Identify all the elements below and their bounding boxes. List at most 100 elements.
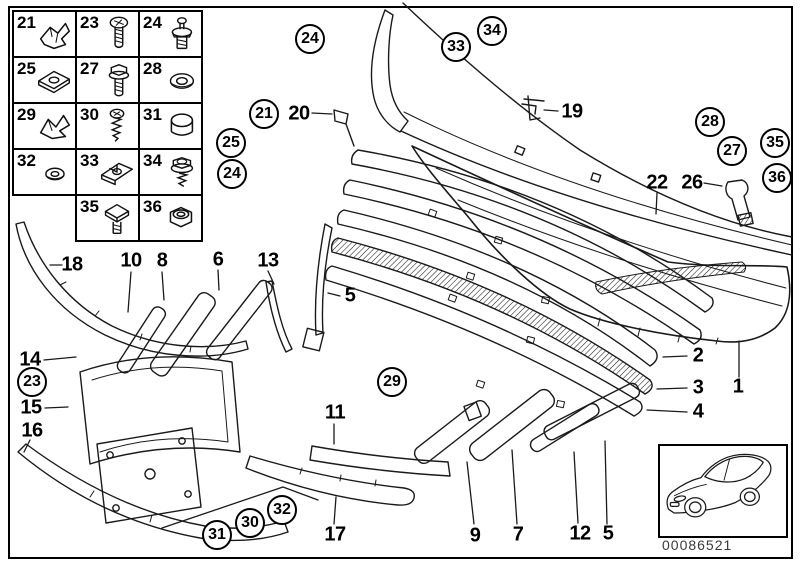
grid-cell-24[interactable]: 24	[138, 10, 203, 58]
grid-cell-31[interactable]: 31	[138, 102, 203, 150]
circled-label-33[interactable]: 33	[441, 32, 471, 62]
diagram-border	[8, 6, 793, 559]
part-label-10[interactable]: 10	[120, 249, 142, 272]
circled-label-31[interactable]: 31	[202, 520, 232, 550]
grid-cell-23[interactable]: 23	[75, 10, 140, 58]
hex-nut-icon	[169, 206, 193, 228]
circled-label-36[interactable]: 36	[762, 163, 792, 193]
body-clip-icon	[39, 22, 71, 50]
grid-cell-27[interactable]: 27	[75, 56, 140, 104]
grid-part-number: 35	[80, 197, 99, 216]
vehicle-icon	[666, 453, 772, 518]
strip-18	[15, 221, 249, 357]
part-label-3[interactable]: 3	[692, 376, 704, 399]
grid-part-number: 25	[17, 59, 36, 78]
plate-mount	[96, 427, 202, 524]
slat-6	[205, 279, 273, 361]
part-label-6[interactable]: 6	[212, 248, 224, 271]
grid-cell-33[interactable]: 33	[75, 148, 140, 196]
circled-label-23[interactable]: 23	[17, 367, 47, 397]
part-label-19[interactable]: 19	[561, 100, 583, 123]
speed-nut-icon	[38, 70, 70, 94]
pan-head-screw-icon	[109, 16, 129, 49]
vehicle-thumbnail	[658, 444, 788, 538]
part-label-13[interactable]: 13	[257, 249, 279, 272]
hex-washer-screw-icon	[170, 156, 194, 187]
circled-label-21[interactable]: 21	[249, 99, 279, 129]
circled-label-25[interactable]: 25	[216, 128, 246, 158]
circled-label-24-left[interactable]: 24	[217, 159, 247, 189]
part-label-11[interactable]: 11	[324, 401, 346, 424]
grid-cell-21[interactable]: 21	[12, 10, 77, 58]
part-label-2[interactable]: 2	[692, 344, 704, 367]
slat-8	[149, 291, 216, 377]
part-label-14[interactable]: 14	[19, 348, 41, 371]
molding-left-tip	[370, 9, 409, 133]
grid-part-number: 33	[80, 151, 99, 170]
part-label-16[interactable]: 16	[21, 419, 43, 442]
grid-cell-35[interactable]: 35	[75, 194, 140, 242]
grid-cell-28[interactable]: 28	[138, 56, 203, 104]
molding-bottom-edge	[400, 130, 793, 256]
grid-cell-30[interactable]: 30	[75, 102, 140, 150]
grid-part-number: 23	[80, 13, 99, 32]
slat-5b	[543, 382, 641, 441]
bracket-19-icon	[521, 95, 545, 121]
part-label-12[interactable]: 12	[569, 522, 591, 545]
grid-part-number: 34	[143, 151, 162, 170]
grid-part-number: 27	[80, 59, 99, 78]
circled-label-30[interactable]: 30	[235, 508, 265, 538]
circled-label-34[interactable]: 34	[477, 16, 507, 46]
slat-11	[309, 445, 451, 477]
part-label-4[interactable]: 4	[692, 400, 704, 423]
grid-part-number: 32	[17, 151, 36, 170]
circled-label-35[interactable]: 35	[760, 128, 790, 158]
square-head-bolt-icon	[104, 203, 130, 235]
grid-part-number: 31	[143, 105, 162, 124]
part-label-26[interactable]: 26	[681, 171, 703, 194]
part-label-22[interactable]: 22	[646, 171, 668, 194]
strip-5a	[314, 223, 333, 336]
expanding-rivet-icon	[171, 17, 193, 50]
grid-cell-34[interactable]: 34	[138, 148, 203, 196]
part-label-5-lower[interactable]: 5	[602, 522, 614, 545]
clip-nut-icon	[101, 162, 133, 186]
grid-cell-32[interactable]: 32	[12, 148, 77, 196]
bumper-crease-1	[435, 167, 787, 289]
grid-part-number: 30	[80, 105, 99, 124]
grid-part-number: 21	[17, 13, 36, 32]
part-label-8[interactable]: 8	[156, 249, 168, 272]
grid-cell-36[interactable]: 36	[138, 194, 203, 242]
tapping-screw-icon	[109, 108, 125, 142]
filler-panel	[79, 356, 241, 465]
molding-crease	[403, 111, 793, 246]
circled-label-27[interactable]: 27	[717, 136, 747, 166]
part-label-20[interactable]: 20	[288, 102, 310, 125]
circled-label-32[interactable]: 32	[267, 495, 297, 525]
part-label-15[interactable]: 15	[20, 396, 42, 419]
part-label-18[interactable]: 18	[61, 253, 83, 276]
part-label-17[interactable]: 17	[324, 523, 346, 546]
part-label-7[interactable]: 7	[512, 523, 524, 546]
grid-cell-29[interactable]: 29	[12, 102, 77, 150]
grid-part-number: 24	[143, 13, 162, 32]
bumper-crease-2	[457, 199, 783, 307]
circled-label-28[interactable]: 28	[695, 107, 725, 137]
clip-20-icon	[333, 109, 355, 147]
cover-cap-icon	[170, 113, 194, 136]
part-label-5-upper[interactable]: 5	[344, 284, 356, 307]
grid-part-number: 36	[143, 197, 162, 216]
circled-label-29[interactable]: 29	[377, 367, 407, 397]
hex-flange-bolt-icon	[108, 64, 130, 97]
grid-cell-25[interactable]: 25	[12, 56, 77, 104]
part-label-1[interactable]: 1	[732, 375, 744, 398]
fog-recess	[595, 261, 747, 295]
spring-clip-icon	[39, 114, 71, 140]
slat-12	[529, 402, 600, 453]
slat-9	[413, 399, 491, 465]
part-label-9[interactable]: 9	[469, 524, 481, 547]
circled-label-24-top[interactable]: 24	[295, 24, 325, 54]
grid-part-number: 28	[143, 59, 162, 78]
